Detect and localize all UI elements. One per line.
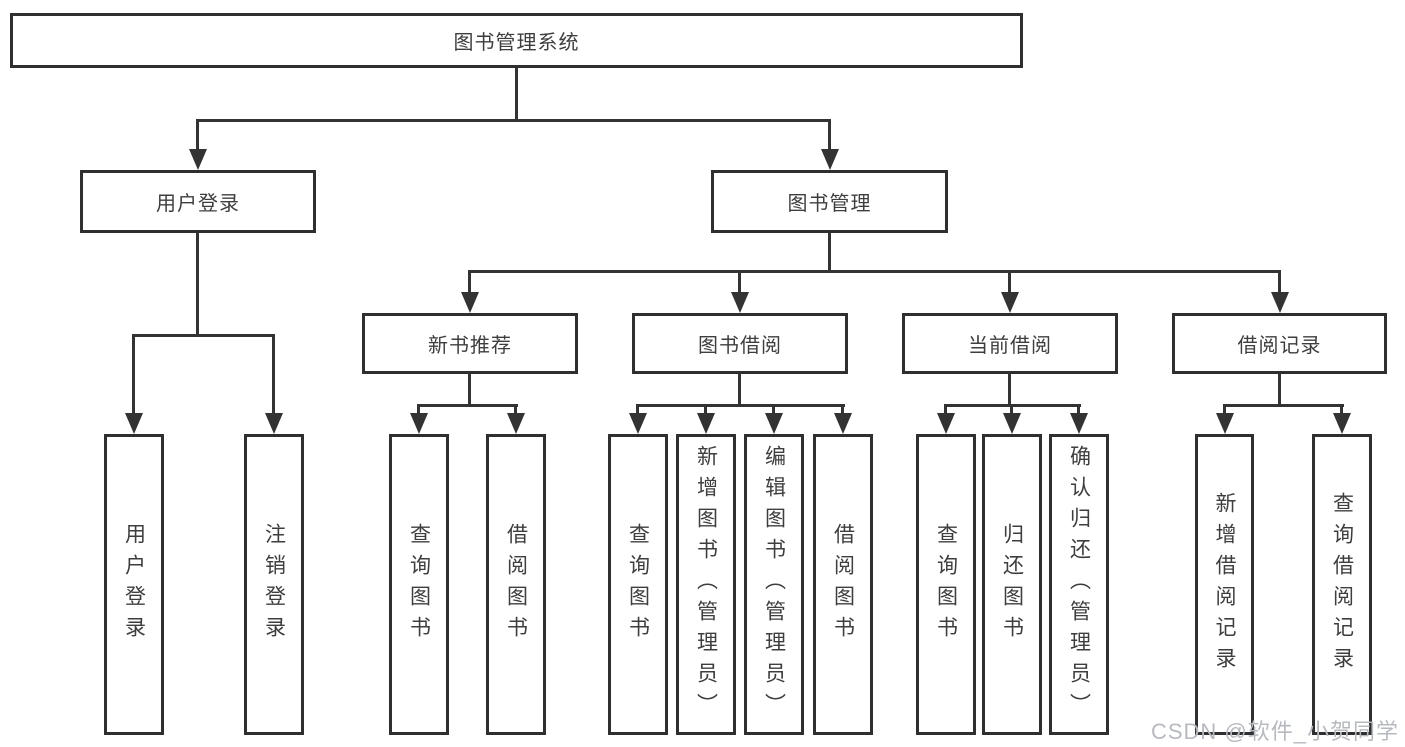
node-label: 新书推荐	[428, 335, 512, 357]
arrow-down-icon	[821, 149, 839, 170]
node-current-borrow: 当前借阅	[902, 313, 1118, 374]
connector-line	[828, 233, 831, 273]
connector-line	[417, 404, 518, 407]
node-leaf-query-borrow-record: 查询借阅记录	[1312, 434, 1372, 735]
node-label: 新增图书（管理员）	[694, 445, 718, 724]
arrow-down-icon	[765, 413, 783, 434]
node-label: 用户登录	[156, 193, 240, 215]
node-book-borrow: 图书借阅	[632, 313, 848, 374]
arrow-down-icon	[125, 413, 143, 434]
node-leaf-query-books-recommend: 查询图书	[389, 434, 449, 735]
node-leaf-edit-books-admin: 编辑图书（管理员）	[744, 434, 804, 735]
connector-line	[196, 233, 199, 337]
connector-line	[196, 119, 199, 151]
connector-line	[1008, 270, 1011, 294]
arrow-down-icon	[937, 413, 955, 434]
connector-line	[1010, 404, 1013, 416]
node-leaf-logout: 注销登录	[244, 434, 304, 735]
arrow-down-icon	[265, 413, 283, 434]
node-leaf-add-books-admin: 新增图书（管理员）	[676, 434, 736, 735]
node-leaf-query-books: 查询图书	[608, 434, 668, 735]
node-label: 借阅记录	[1237, 335, 1322, 357]
connector-line	[1223, 404, 1344, 407]
node-user-login: 用户登录	[80, 170, 316, 233]
connector-line	[468, 270, 1281, 273]
connector-line	[738, 374, 741, 406]
csdn-watermark: CSDN @软件_小贺同学	[1150, 719, 1399, 744]
node-label: 借阅图书	[831, 522, 855, 647]
connector-line	[514, 404, 517, 416]
node-label: 当前借阅	[968, 335, 1052, 357]
node-label: 归还图书	[1000, 522, 1024, 647]
arrow-down-icon	[410, 413, 428, 434]
connector-line	[515, 68, 518, 121]
connector-line	[704, 404, 707, 416]
arrow-down-icon	[697, 413, 715, 434]
node-label: 查询图书	[934, 522, 958, 647]
node-leaf-borrow-books: 借阅图书	[813, 434, 873, 735]
connector-line	[636, 404, 639, 416]
node-library-system: 图书管理系统	[10, 13, 1023, 68]
node-label: 用户登录	[122, 522, 146, 647]
node-label: 借阅图书	[504, 522, 528, 647]
arrow-down-icon	[1216, 413, 1234, 434]
node-new-book-recommend: 新书推荐	[362, 313, 578, 374]
arrow-down-icon	[1333, 413, 1351, 434]
connector-line	[417, 404, 420, 416]
connector-line	[828, 119, 831, 151]
arrow-down-icon	[1271, 292, 1289, 313]
arrow-down-icon	[834, 413, 852, 434]
connector-line	[1077, 404, 1080, 416]
connector-line	[1278, 270, 1281, 294]
connector-line	[1223, 404, 1226, 416]
node-label: 注销登录	[262, 522, 286, 647]
arrow-down-icon	[1070, 413, 1088, 434]
connector-line	[738, 270, 741, 294]
node-leaf-return-books: 归还图书	[982, 434, 1042, 735]
node-label: 编辑图书（管理员）	[762, 445, 786, 724]
connector-line	[841, 404, 844, 416]
connector-line	[772, 404, 775, 416]
node-label: 查询图书	[626, 522, 650, 647]
node-borrow-records: 借阅记录	[1172, 313, 1387, 374]
connector-line	[468, 270, 471, 294]
arrow-down-icon	[507, 413, 525, 434]
connector-line	[944, 404, 947, 416]
node-leaf-confirm-return-admin: 确认归还（管理员）	[1049, 434, 1109, 735]
node-label: 图书借阅	[698, 335, 782, 357]
arrow-down-icon	[1003, 413, 1021, 434]
connector-line	[1278, 374, 1281, 406]
node-label: 确认归还（管理员）	[1067, 445, 1091, 724]
arrow-down-icon	[189, 149, 207, 170]
connector-line	[272, 334, 275, 413]
connector-line	[133, 334, 275, 337]
node-label: 新增借阅记录	[1213, 491, 1236, 678]
node-leaf-borrow-books-recommend: 借阅图书	[486, 434, 546, 735]
node-book-management: 图书管理	[711, 170, 948, 233]
arrow-down-icon	[731, 292, 749, 313]
node-leaf-add-borrow-record: 新增借阅记录	[1195, 434, 1254, 735]
node-label: 图书管理系统	[453, 32, 580, 54]
node-leaf-query-current: 查询图书	[916, 434, 976, 735]
connector-line	[636, 404, 845, 407]
connector-line	[468, 374, 471, 406]
node-label: 查询图书	[407, 522, 431, 647]
node-leaf-user-login: 用户登录	[104, 434, 164, 735]
connector-line	[1340, 404, 1343, 416]
arrow-down-icon	[461, 292, 479, 313]
arrow-down-icon	[629, 413, 647, 434]
connector-line	[197, 119, 831, 122]
arrow-down-icon	[1001, 292, 1019, 313]
connector-line	[1008, 374, 1011, 406]
connector-line	[132, 334, 135, 413]
node-label: 查询借阅记录	[1330, 491, 1354, 678]
node-label: 图书管理	[787, 193, 872, 215]
